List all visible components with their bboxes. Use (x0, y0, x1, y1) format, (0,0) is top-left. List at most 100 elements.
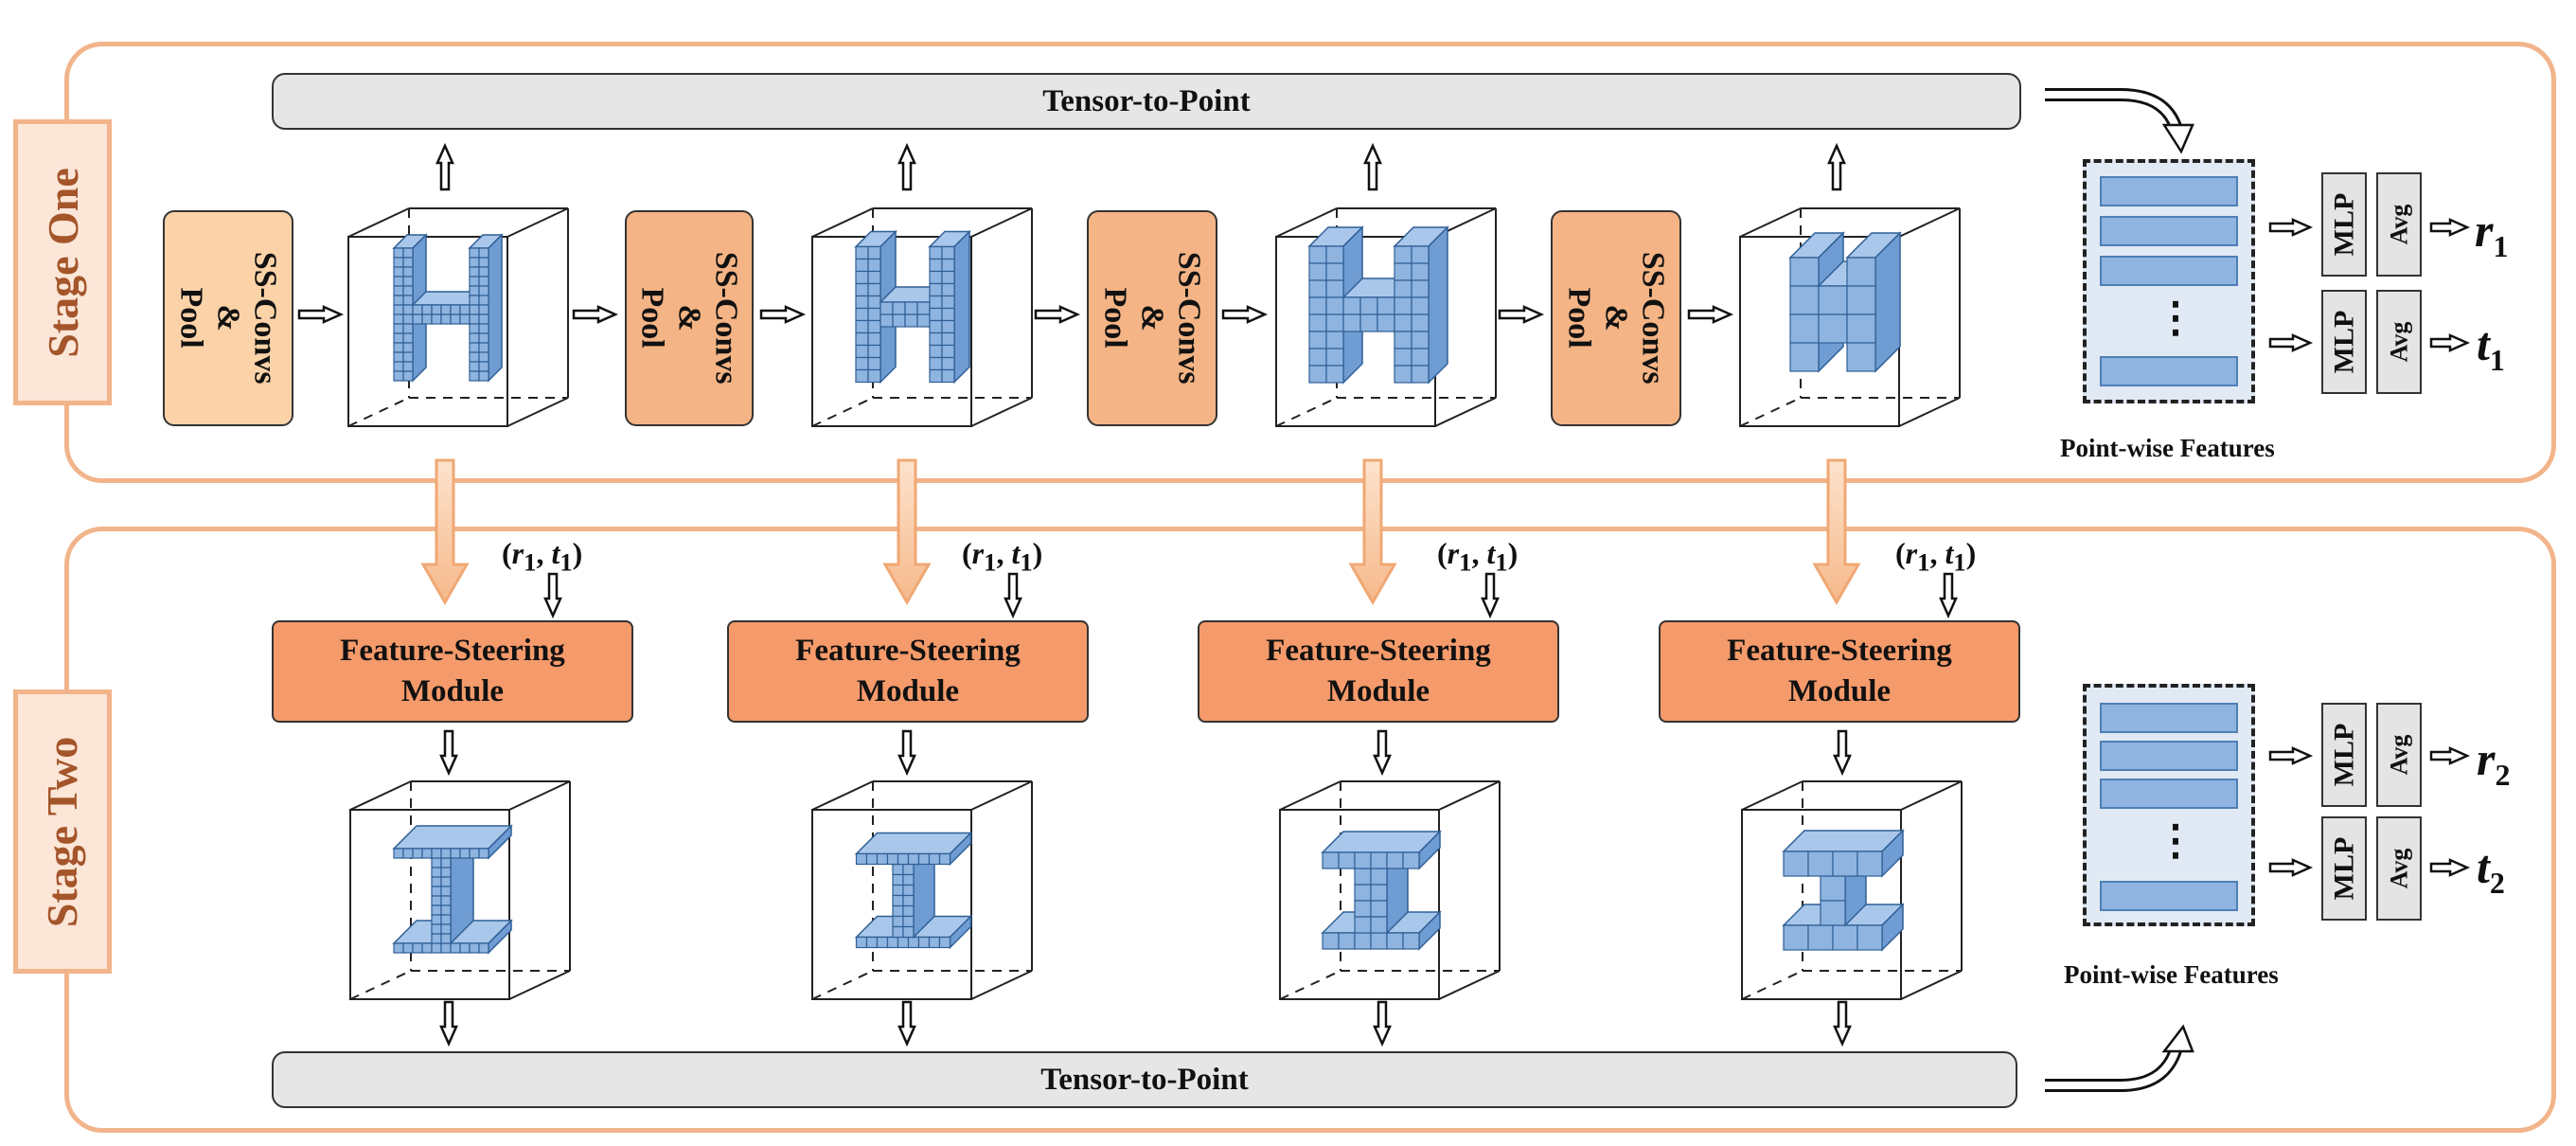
pose-input-label-2: (r1, t1) (962, 536, 1043, 577)
feature-steering-module-3: Feature-Steering Module (1198, 620, 1559, 723)
down-arrow-icon (1833, 729, 1852, 777)
fsm-4-line2: Module (1787, 674, 1892, 708)
feature-steering-module-2: Feature-Steering Module (727, 620, 1089, 723)
fsm-3-line2: Module (1326, 674, 1430, 708)
down-arrow-icon (1481, 572, 1500, 619)
wireframe-cube-stage-two-3 (1279, 780, 1501, 1000)
fsm-1-line1: Feature-Steering (340, 634, 565, 669)
ss-convs-pool-block-1: SS-Convs&Pool (163, 210, 293, 426)
stage-connector-arrow-icon (882, 458, 932, 606)
voxel-i-shape-1-stem (430, 833, 475, 945)
fsm-1-line2: Module (400, 674, 505, 708)
feature-bar (2100, 741, 2238, 771)
right-arrow-icon (2429, 746, 2471, 765)
stage-connector-arrow-icon (1812, 458, 1861, 606)
down-arrow-icon (1373, 729, 1392, 777)
down-arrow-icon (439, 729, 458, 777)
up-arrow-icon (897, 142, 916, 191)
fsm-2-line1: Feature-Steering (795, 634, 1021, 669)
stage-connector-arrow-icon (420, 458, 470, 606)
pose-input-label-1: (r1, t1) (502, 536, 583, 577)
down-arrow-icon (1004, 572, 1022, 619)
right-arrow-icon (1687, 305, 1734, 324)
curved-arrow-icon (2045, 88, 2194, 154)
point-wise-features-box-bottom: ⋮ (2083, 684, 2255, 926)
right-arrow-icon (297, 305, 345, 324)
pose-input-label-3: (r1, t1) (1437, 536, 1519, 577)
right-arrow-icon (1498, 305, 1545, 324)
pose-input-label-4: (r1, t1) (1895, 536, 1977, 577)
right-arrow-icon (2268, 858, 2314, 877)
down-arrow-icon (897, 1000, 916, 1048)
feature-bar (2100, 256, 2238, 286)
down-arrow-icon (1833, 1000, 1852, 1048)
avg-box-t1: Avg (2376, 290, 2422, 394)
point-wise-features-box-top: ⋮ (2083, 159, 2255, 403)
down-arrow-icon (543, 572, 562, 619)
curved-arrow-icon (2045, 1024, 2194, 1092)
up-arrow-icon (435, 142, 454, 191)
ellipsis-vertical-icon: ⋮ (2155, 295, 2196, 341)
wireframe-cube-stage-two-1 (349, 780, 571, 1000)
right-arrow-icon (2268, 218, 2314, 237)
right-arrow-icon (759, 305, 807, 324)
right-arrow-icon (2429, 218, 2471, 237)
right-arrow-icon (572, 305, 619, 324)
voxel-i-shape-3-top-plate (1321, 830, 1442, 870)
voxel-h-shape-1-right-pillar (468, 233, 504, 383)
ellipsis-vertical-icon: ⋮ (2155, 817, 2196, 864)
right-arrow-icon (1221, 305, 1269, 324)
down-arrow-icon (1373, 1000, 1392, 1048)
output-r1: r1 (2475, 204, 2509, 263)
right-arrow-icon (2429, 333, 2471, 352)
down-arrow-icon (1939, 572, 1958, 619)
stage-one-label: Stage One (13, 119, 112, 405)
feature-steering-module-1: Feature-Steering Module (272, 620, 633, 723)
fsm-4-line1: Feature-Steering (1727, 634, 1952, 669)
point-wise-features-label-bottom: Point-wise Features (2064, 960, 2279, 989)
point-wise-features-label-top: Point-wise Features (2060, 434, 2275, 462)
down-arrow-icon (439, 1000, 458, 1048)
output-t1: t1 (2477, 317, 2505, 377)
up-arrow-icon (1363, 142, 1382, 191)
avg-box-t2: Avg (2376, 816, 2422, 921)
up-arrow-icon (1827, 142, 1846, 191)
mlp-box-t1: MLP (2321, 290, 2367, 394)
stage-two-label: Stage Two (13, 689, 112, 974)
avg-box-r2: Avg (2376, 703, 2422, 807)
tensor-to-point-bar-bottom: Tensor-to-Point (272, 1051, 2017, 1108)
feature-bar (2100, 216, 2238, 246)
feature-bar (2100, 703, 2238, 733)
voxel-h-shape-2-right-pillar (928, 229, 971, 385)
feature-bar (2100, 779, 2238, 809)
output-r2: r2 (2477, 732, 2511, 792)
voxel-h-shape-3-left-pillar (1307, 225, 1364, 385)
right-arrow-icon (2268, 746, 2314, 765)
stage-connector-arrow-icon (1348, 458, 1397, 606)
tensor-to-point-top-text: Tensor-to-Point (1042, 83, 1251, 118)
down-arrow-icon (897, 729, 916, 777)
voxel-h-shape-3-right-pillar (1393, 225, 1449, 385)
tensor-to-point-bottom-text: Tensor-to-Point (1040, 1062, 1249, 1097)
voxel-i-shape-1-top-plate (392, 824, 513, 860)
right-arrow-icon (2429, 858, 2471, 877)
mlp-box-r2: MLP (2321, 703, 2367, 807)
feature-bar (2100, 356, 2238, 386)
voxel-h-shape-4-right-pillar (1845, 231, 1902, 373)
feature-steering-module-4: Feature-Steering Module (1659, 620, 2020, 723)
mlp-box-t2: MLP (2321, 816, 2367, 921)
fsm-3-line1: Feature-Steering (1266, 634, 1491, 669)
output-t2: t2 (2477, 840, 2505, 900)
voxel-i-shape-2-top-plate (854, 831, 973, 867)
voxel-i-shape-2-bottom-plate (854, 914, 973, 950)
tensor-to-point-bar-top: Tensor-to-Point (272, 73, 2021, 130)
ss-convs-pool-block-4: SS-Convs&Pool (1551, 210, 1681, 426)
fsm-2-line2: Module (856, 674, 960, 708)
avg-box-r1: Avg (2376, 172, 2422, 277)
feature-bar (2100, 176, 2238, 206)
right-arrow-icon (1034, 305, 1081, 324)
right-arrow-icon (2268, 333, 2314, 352)
ss-convs-pool-block-3: SS-Convs&Pool (1087, 210, 1217, 426)
feature-bar (2100, 881, 2238, 911)
